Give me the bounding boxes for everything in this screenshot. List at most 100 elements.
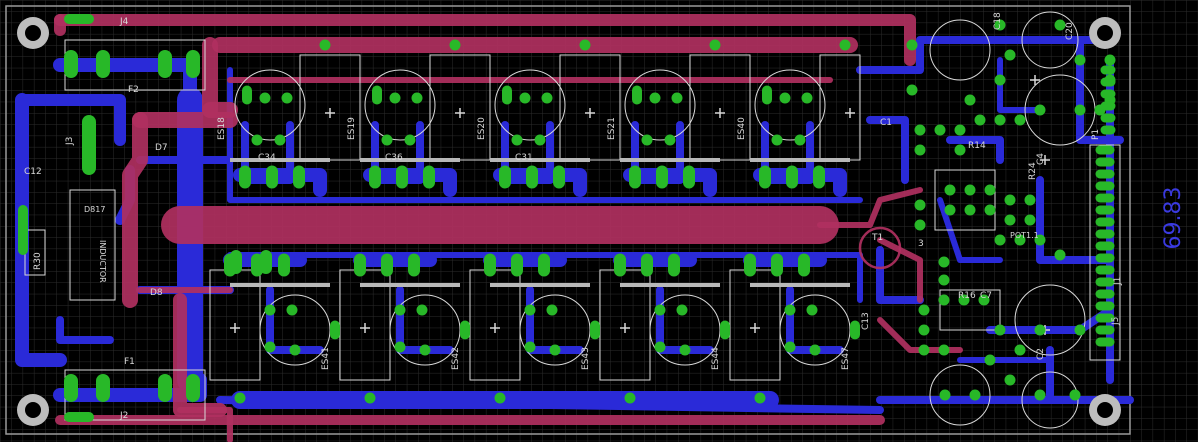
dimension-label: 69.83 (1161, 187, 1186, 250)
pad (668, 253, 680, 277)
via (944, 204, 956, 216)
pad (546, 304, 558, 316)
via (954, 144, 966, 156)
via (984, 184, 996, 196)
pad-layer (18, 14, 272, 422)
via (1004, 194, 1016, 206)
pad (1100, 89, 1116, 99)
via (1034, 324, 1046, 336)
via (938, 274, 950, 286)
pad (629, 165, 641, 189)
via (906, 39, 918, 51)
pad (274, 134, 286, 146)
via (1074, 54, 1086, 66)
label-p1: P1 (1091, 129, 1101, 140)
via (281, 92, 293, 104)
pad (534, 134, 546, 146)
label-j1: J1 (1113, 277, 1123, 286)
label-j5: J5 (1111, 317, 1121, 326)
label-es21: ES21 (607, 117, 617, 140)
pad (1095, 229, 1115, 239)
via (938, 344, 950, 356)
label-es20: ES20 (477, 117, 487, 140)
pad (408, 253, 420, 277)
pad (354, 253, 366, 277)
via (264, 341, 276, 353)
via (1069, 389, 1081, 401)
via (994, 19, 1006, 31)
via (978, 294, 990, 306)
pad (632, 85, 642, 105)
via (449, 39, 461, 51)
via (918, 324, 930, 336)
pad (1100, 101, 1116, 111)
via (754, 392, 766, 404)
label-es19: ES19 (347, 117, 357, 140)
via (364, 392, 376, 404)
pad (654, 304, 666, 316)
pad (502, 85, 512, 105)
label-r16: R16 (958, 291, 976, 301)
pad (511, 253, 523, 277)
via (809, 344, 821, 356)
pad (293, 165, 305, 189)
label-d817: D817 (84, 205, 105, 214)
via (394, 341, 406, 353)
via (1004, 214, 1016, 226)
label-c34: C34 (258, 153, 276, 163)
via (671, 92, 683, 104)
pad (460, 320, 470, 340)
pad (1095, 325, 1115, 335)
via (419, 344, 431, 356)
pad (553, 165, 565, 189)
via (994, 114, 1006, 126)
via (1004, 49, 1016, 61)
label-d8: D8 (150, 288, 163, 298)
via (969, 389, 981, 401)
pad (1100, 77, 1116, 87)
label-inductor: INDUCTOR (98, 240, 107, 283)
pad (1100, 65, 1116, 75)
via (654, 341, 666, 353)
via (524, 341, 536, 353)
via (1074, 104, 1086, 116)
label-c13: C13 (861, 312, 871, 330)
pad (484, 253, 496, 277)
pad (538, 253, 550, 277)
pad (720, 320, 730, 340)
label-r24: R24 (1028, 162, 1038, 180)
pad (286, 304, 298, 316)
pad (381, 253, 393, 277)
pad (1100, 125, 1116, 135)
via (784, 341, 796, 353)
pad (1095, 169, 1115, 179)
via (1054, 19, 1066, 31)
pad (416, 304, 428, 316)
via (914, 199, 926, 211)
pad (251, 253, 263, 277)
label-es47: ES47 (841, 347, 851, 370)
via (709, 39, 721, 51)
pad (396, 165, 408, 189)
via (1014, 344, 1026, 356)
via (519, 92, 531, 104)
pad (794, 134, 806, 146)
pad (278, 253, 290, 277)
pad (423, 165, 435, 189)
pad (372, 85, 382, 105)
pad (656, 165, 668, 189)
pad (526, 165, 538, 189)
via (954, 124, 966, 136)
pad (676, 304, 688, 316)
via (964, 94, 976, 106)
pad (641, 253, 653, 277)
via (1054, 249, 1066, 261)
via (801, 92, 813, 104)
via (906, 84, 918, 96)
pad (744, 253, 756, 277)
label-es41: ES41 (321, 347, 331, 370)
label-c36: C36 (385, 153, 403, 163)
pad (499, 165, 511, 189)
label-c7: C7 (980, 291, 992, 301)
